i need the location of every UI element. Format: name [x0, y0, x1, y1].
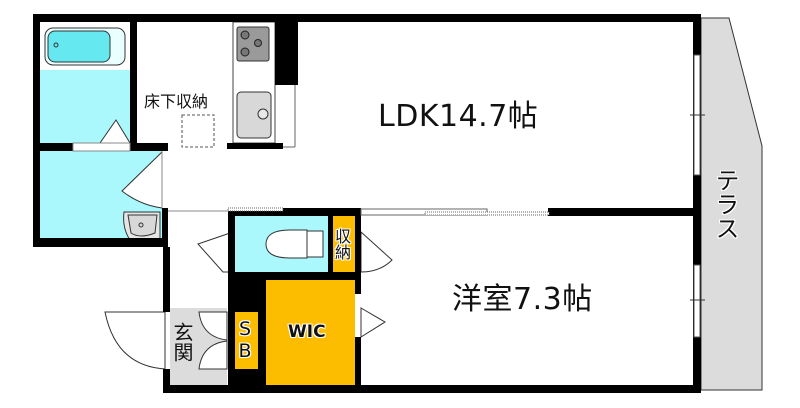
storage-closet-fill — [331, 216, 355, 272]
toilet-top-vent — [227, 207, 284, 212]
structural-column — [275, 14, 298, 85]
bath-door-frame — [72, 142, 131, 152]
storage-door-icon — [360, 230, 393, 273]
label-terrace: テラス — [711, 168, 739, 240]
label-underfloor-storage: 床下収納 — [144, 92, 209, 111]
label-storage: 収納 — [332, 228, 351, 260]
underfloor-storage-hatch — [181, 114, 215, 148]
toilet-icon — [265, 229, 308, 259]
sliding-door — [424, 211, 550, 216]
burner-icon — [240, 47, 250, 57]
label-entrance: 玄関 — [170, 322, 194, 362]
washbasin-drain-icon — [138, 222, 144, 228]
burner-icon — [254, 39, 262, 47]
bedroom-window — [693, 264, 701, 338]
wic-door-icon — [360, 307, 386, 338]
shoe-box-fill — [233, 312, 258, 369]
sink-drain-icon — [257, 108, 269, 120]
toilet-tank-icon — [306, 230, 324, 258]
label-wic: WIC — [288, 322, 326, 342]
shoe-box-door-icon — [198, 311, 228, 370]
walls — [33, 14, 701, 393]
entrance-door-icon — [104, 311, 166, 370]
sink-icon — [236, 91, 272, 139]
room-label-ldk: LDK14.7帖 — [378, 99, 539, 134]
room-label-western-room: 洋室7.3帖 — [452, 282, 593, 317]
bathtub-drain-icon — [53, 42, 59, 48]
bedroom-floor — [361, 216, 693, 385]
toilet-door-icon — [197, 231, 234, 273]
label-shoe-box: SB — [234, 318, 256, 362]
burner-icon — [240, 30, 250, 40]
bathtub-water-icon — [47, 30, 111, 63]
ldk-floor — [137, 22, 693, 208]
wic-fill — [266, 280, 355, 385]
